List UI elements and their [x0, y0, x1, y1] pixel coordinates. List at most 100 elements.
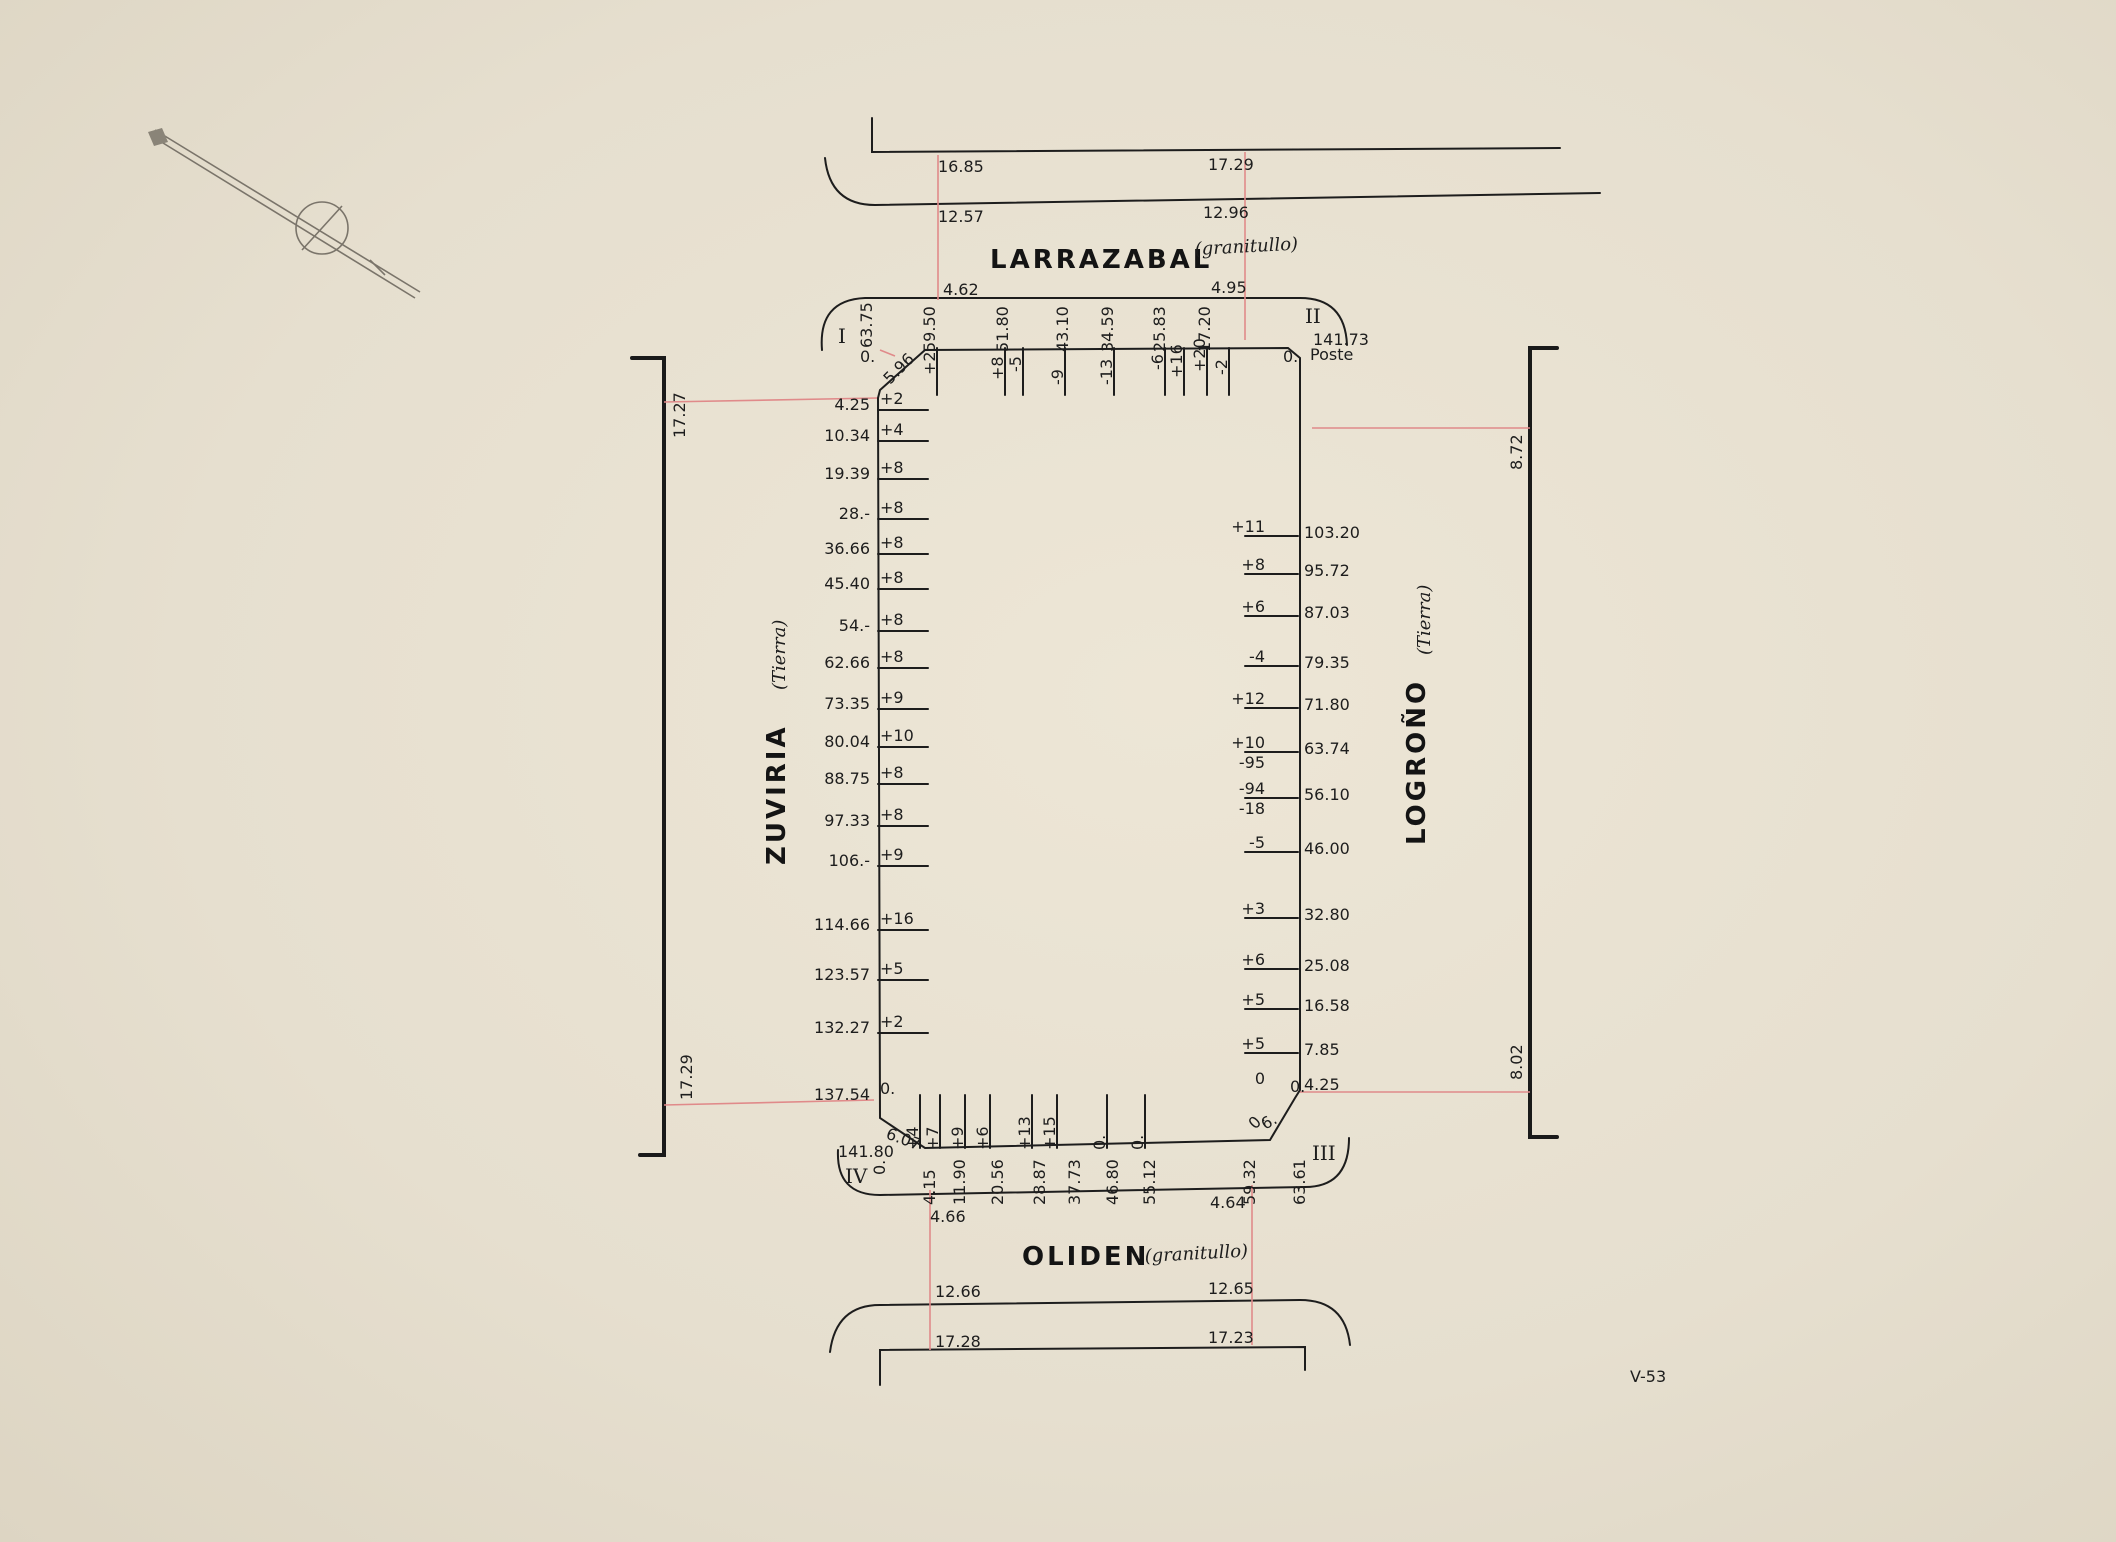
- west-row-distance: 132.27: [814, 1018, 870, 1037]
- east-row-distance: 32.80: [1304, 905, 1350, 924]
- west-row-offset: +9: [880, 845, 904, 864]
- south-bottom-label: 63.61: [1290, 1159, 1309, 1205]
- street-surface-north: (granitullo): [1194, 234, 1298, 260]
- south-bottom-label: 46.80: [1103, 1159, 1122, 1205]
- east-row-offset: +11: [1231, 517, 1265, 536]
- north-top-label: 141.73: [1313, 330, 1369, 349]
- west-row-distance: 73.35: [824, 694, 870, 713]
- south-offset: +6: [973, 1126, 992, 1150]
- east-row-distance: 25.08: [1304, 956, 1350, 975]
- west-row-distance: 28.-: [839, 504, 870, 523]
- east-row-offset: +3: [1241, 899, 1265, 918]
- corner-label-i: I: [838, 324, 846, 348]
- east-row-distance: 56.10: [1304, 785, 1350, 804]
- east-row-offset: +8: [1241, 555, 1265, 574]
- north-top-label: 17.20: [1195, 306, 1214, 352]
- north-top-label: 59.50: [920, 306, 939, 352]
- east-row-distance: 46.00: [1304, 839, 1350, 858]
- west-row-distance: 97.33: [824, 811, 870, 830]
- south-zero: 0.: [870, 1160, 889, 1175]
- north-street-dim: 17.29: [1208, 155, 1254, 174]
- north-street-dim: 4.62: [943, 280, 979, 299]
- west-row-offset: +8: [880, 498, 904, 517]
- east-row-distance: 103.20: [1304, 523, 1360, 542]
- south-street-dim: 12.65: [1208, 1279, 1254, 1298]
- west-row-distance: 80.04: [824, 732, 870, 751]
- west-row-distance: 10.34: [824, 426, 870, 445]
- west-row-distance: 114.66: [814, 915, 870, 934]
- east-street-dim: 8.02: [1507, 1044, 1526, 1080]
- north-offset: -13: [1097, 359, 1116, 385]
- street-name-east: LOGROÑO: [1400, 679, 1432, 845]
- north-top-label-extra: Poste: [1310, 345, 1353, 364]
- west-row-offset: +8: [880, 533, 904, 552]
- street-name-north: LARRAZABAL: [990, 245, 1212, 275]
- south-street-dim: 4.64: [1210, 1193, 1246, 1212]
- east-row-distance: 95.72: [1304, 561, 1350, 580]
- corner-label-iv: IV: [845, 1164, 868, 1188]
- street-surface-east: (Tierra): [1414, 585, 1435, 655]
- north-chamfer: 5.96: [879, 349, 918, 388]
- west-row-distance: 54.-: [839, 616, 870, 635]
- corner-label-ii: II: [1305, 304, 1321, 328]
- west-row-offset: +9: [880, 688, 904, 707]
- west-row-distance: 19.39: [824, 464, 870, 483]
- north-street-dim: 4.95: [1211, 278, 1247, 297]
- west-row-offset: +4: [880, 420, 904, 439]
- west-row-distance: 4.25: [834, 395, 870, 414]
- south-offset: 0.: [1090, 1135, 1109, 1150]
- east-row-offset: -4: [1249, 647, 1265, 666]
- west-row-offset: +2: [880, 389, 904, 408]
- east-row-offset: +12: [1231, 689, 1265, 708]
- street-curbs: [630, 117, 1601, 1386]
- west-row-offset: +16: [880, 909, 914, 928]
- south-bottom-label: 37.73: [1065, 1159, 1084, 1205]
- south-bottom-label: 11.90: [950, 1159, 969, 1205]
- east-row-offset: +10: [1231, 733, 1265, 752]
- west-row-offset: +8: [880, 647, 904, 666]
- north-top-label: 25.83: [1150, 306, 1169, 352]
- east-row-offset: -94: [1239, 779, 1265, 798]
- south-bottom-label: 20.56: [988, 1159, 1007, 1205]
- west-row-offset: +8: [880, 458, 904, 477]
- north-zero: 0.: [1283, 347, 1298, 366]
- south-bottom-label: 28.87: [1030, 1159, 1049, 1205]
- west-row-offset: +8: [880, 763, 904, 782]
- west-row-distance: 106.-: [829, 851, 870, 870]
- east-row-offset: -5: [1249, 833, 1265, 852]
- north-corner-value: 63.75: [857, 302, 876, 348]
- west-street-dim: 17.27: [670, 392, 689, 438]
- south-street-dim: 17.23: [1208, 1328, 1254, 1347]
- west-row-offset: +8: [880, 805, 904, 824]
- east-row-offset: -18: [1239, 799, 1265, 818]
- street-surface-west: (Tierra): [769, 620, 790, 690]
- east-row-distance: 87.03: [1304, 603, 1350, 622]
- north-top-label: 34.59: [1098, 306, 1117, 352]
- reference-lines: [663, 152, 1530, 1350]
- north-offset: +16: [1167, 344, 1186, 378]
- north-offset: +2: [920, 351, 939, 375]
- east-row-offset: +6: [1241, 597, 1265, 616]
- block-outline: [877, 346, 1301, 1150]
- north-street-dim: 12.57: [938, 207, 984, 226]
- east-row-distance: 71.80: [1304, 695, 1350, 714]
- sheet-mark: V-53: [1630, 1367, 1666, 1386]
- north-arrow-icon: [148, 128, 421, 299]
- east-row-distance: 4.25: [1304, 1075, 1340, 1094]
- south-street-dim: 17.28: [935, 1332, 981, 1351]
- street-surface-south: (granitullo): [1144, 1241, 1248, 1267]
- north-offset: +8: [988, 356, 1007, 380]
- street-name-south: OLIDEN: [1022, 1242, 1149, 1272]
- south-offset: +4: [903, 1126, 922, 1150]
- west-row-offset: +8: [880, 610, 904, 629]
- east-row-offset: +6: [1241, 950, 1265, 969]
- west-row-distance: 123.57: [814, 965, 870, 984]
- east-row-offset: 0: [1255, 1069, 1265, 1088]
- north-offset: -5: [1006, 356, 1025, 372]
- north-offset: -6: [1148, 354, 1167, 370]
- east-row-offset: -95: [1239, 753, 1265, 772]
- south-offset: +7: [923, 1126, 942, 1150]
- north-street-dim: 12.96: [1203, 203, 1249, 222]
